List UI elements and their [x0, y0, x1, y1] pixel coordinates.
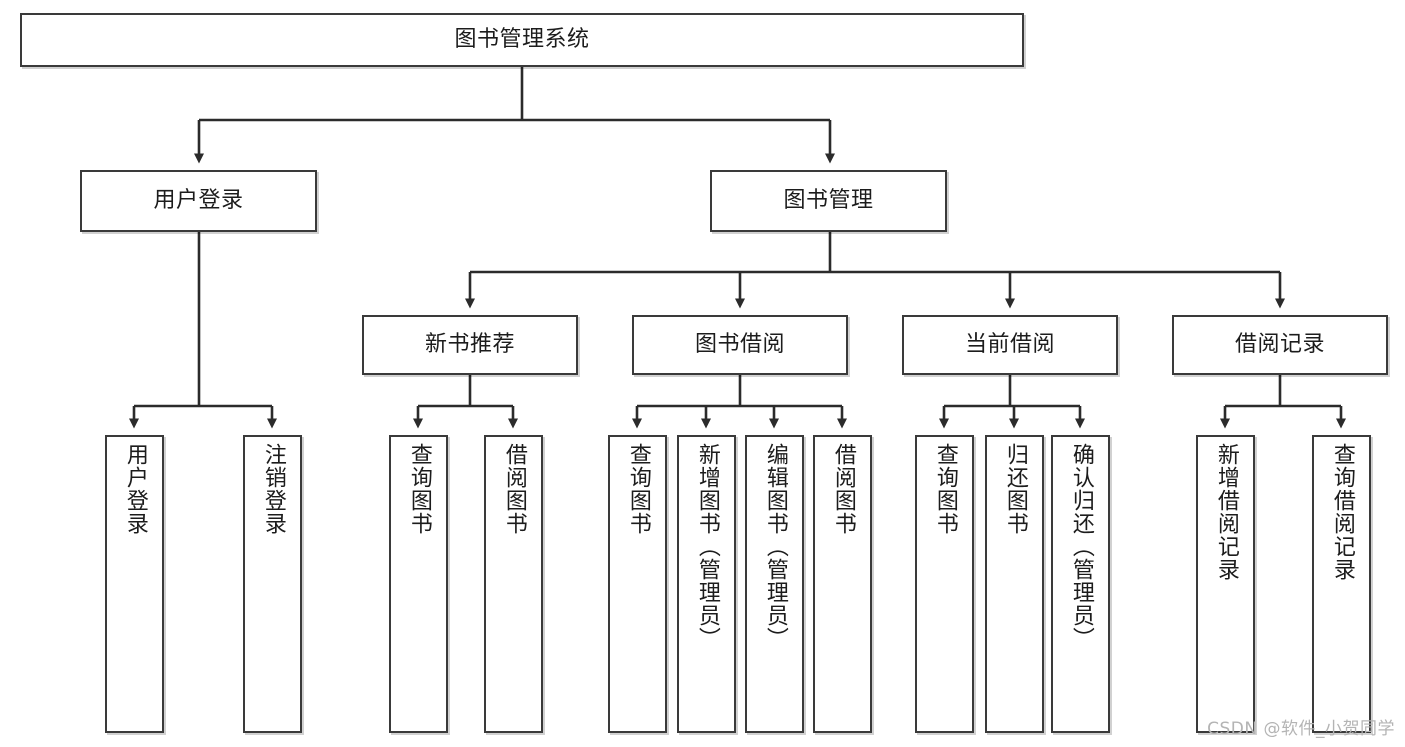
node-leaf[interactable]: 查询图书	[608, 435, 667, 733]
node-leaf[interactable]: 借阅图书	[484, 435, 543, 733]
watermark-text: CSDN @软件_小贺同学	[1207, 719, 1395, 739]
node-leaf[interactable]: 查询借阅记录	[1312, 435, 1371, 733]
node-new-book-recommend[interactable]: 新书推荐	[362, 315, 578, 375]
node-book-management-label: 图书管理	[783, 187, 874, 213]
node-root-label: 图书管理系统	[454, 26, 590, 52]
node-leaf-label: 查询图书	[406, 443, 432, 535]
node-leaf[interactable]: 编辑图书（管理员）	[745, 435, 804, 733]
node-leaf-label: 归还图书	[1002, 443, 1028, 535]
node-leaf[interactable]: 新增借阅记录	[1196, 435, 1255, 733]
node-leaf[interactable]: 注销登录	[243, 435, 302, 733]
node-user-login-label: 用户登录	[153, 187, 244, 213]
node-new-book-recommend-label: 新书推荐	[424, 331, 515, 357]
node-leaf-label: 查询图书	[932, 443, 958, 535]
node-book-borrow-label: 图书借阅	[694, 331, 785, 357]
node-book-borrow[interactable]: 图书借阅	[632, 315, 848, 375]
node-root[interactable]: 图书管理系统	[20, 13, 1024, 67]
node-borrow-records[interactable]: 借阅记录	[1172, 315, 1388, 375]
node-leaf-label: 确认归还（管理员）	[1068, 443, 1094, 650]
node-current-borrow-label: 当前借阅	[964, 331, 1055, 357]
node-leaf-label: 借阅图书	[501, 443, 527, 535]
node-leaf[interactable]: 查询图书	[389, 435, 448, 733]
node-leaf-label: 查询借阅记录	[1329, 443, 1355, 581]
node-user-login[interactable]: 用户登录	[80, 170, 317, 232]
node-leaf[interactable]: 确认归还（管理员）	[1051, 435, 1110, 733]
node-leaf-label: 编辑图书（管理员）	[762, 443, 788, 650]
node-leaf[interactable]: 查询图书	[915, 435, 974, 733]
node-leaf-label: 用户登录	[122, 443, 148, 535]
node-leaf[interactable]: 新增图书（管理员）	[677, 435, 736, 733]
node-borrow-records-label: 借阅记录	[1234, 331, 1325, 357]
node-leaf[interactable]: 用户登录	[105, 435, 164, 733]
node-leaf-label: 新增图书（管理员）	[694, 443, 720, 650]
node-leaf-label: 借阅图书	[830, 443, 856, 535]
node-leaf[interactable]: 借阅图书	[813, 435, 872, 733]
node-book-management[interactable]: 图书管理	[710, 170, 947, 232]
node-leaf-label: 查询图书	[625, 443, 651, 535]
node-current-borrow[interactable]: 当前借阅	[902, 315, 1118, 375]
node-leaf[interactable]: 归还图书	[985, 435, 1044, 733]
node-leaf-label: 注销登录	[260, 443, 286, 535]
node-leaf-label: 新增借阅记录	[1213, 443, 1239, 581]
